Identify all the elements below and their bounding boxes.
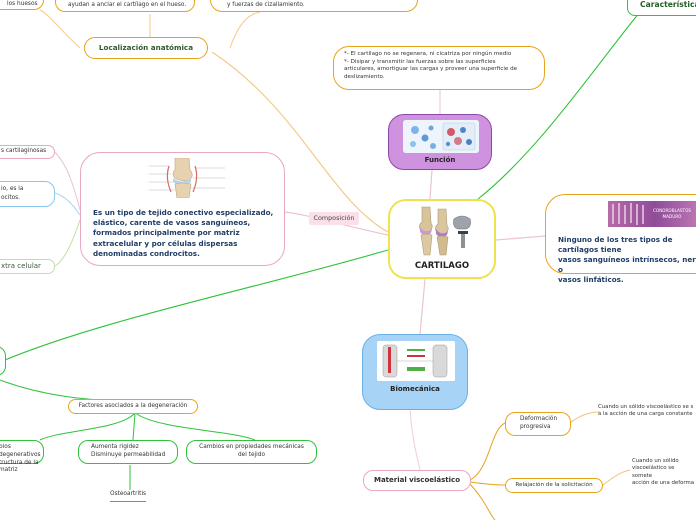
deformacion-progresiva-node[interactable]: Deformación progresiva	[505, 412, 571, 436]
rigidez-permeabilidad-node[interactable]: Aumenta rigidez Disminuye permeabilidad	[78, 440, 178, 464]
partial-node-matriz[interactable]: xtra celular	[0, 259, 55, 274]
histology-caption-1: CONDROBLASTOS	[653, 208, 691, 213]
partial-node-los-huesos[interactable]: los huesos	[0, 0, 44, 10]
caracteristicas-description: CONDROBLASTOS MADURO Ninguno de los tres…	[545, 194, 696, 284]
cambios-degenerativos-node[interactable]: bios degenerativos tructura de la matriz	[0, 440, 44, 473]
partial-node-condrocitos[interactable]: io, es la ocitos.	[0, 181, 55, 207]
funcion-label: Función	[424, 156, 456, 164]
knee-joint-image	[416, 205, 474, 257]
funcion-node[interactable]: Función	[388, 114, 492, 170]
histology-image: CONDROBLASTOS MADURO	[608, 201, 696, 227]
biomechanics-image	[377, 341, 455, 381]
propiedades-mecanicas-node[interactable]: Cambios en propiedades mecánicas del tej…	[186, 440, 317, 464]
localizacion-anatomica-node[interactable]: Localización anatómica	[84, 37, 208, 59]
relajacion-node[interactable]: Relajación de la solicitación	[505, 478, 603, 493]
knee-anatomy-image	[147, 158, 227, 198]
biomecanica-label: Biomecánica	[390, 385, 440, 393]
osteoartritis-label[interactable]: Osteoartritis	[110, 491, 147, 502]
node-anclar-cartilago[interactable]: ayudan a anclar el cartílago en el hueso…	[55, 0, 195, 12]
funcion-description: *- El cartílago no se regenera, ni cicat…	[333, 46, 545, 90]
composicion-description: Es un tipo de tejido conectivo especiali…	[80, 152, 285, 266]
node-fuerzas-cizallamiento[interactable]: y fuerzas de cizallamiento.	[210, 0, 418, 12]
cartilage-cells-image	[403, 120, 479, 153]
deformacion-description: Cuando un sólido viscoelástico se s a la…	[598, 404, 694, 418]
relajacion-description: Cuando un sólido viscoelástico se somete…	[632, 458, 695, 486]
histology-caption-2: MADURO	[663, 214, 683, 219]
cartilago-label: CARTILAGO	[414, 261, 470, 271]
biomecanica-node[interactable]: Biomecánica	[362, 334, 468, 410]
factores-degeneracion-node[interactable]: Factores asociados a la degeneración	[68, 399, 198, 414]
material-viscoelastico-node[interactable]: Material viscoelástico	[363, 470, 471, 491]
composicion-label[interactable]: Composición	[309, 212, 359, 225]
cartilago-central-node[interactable]: CARTILAGO	[388, 199, 496, 279]
caracteristicas-node[interactable]: Características	[627, 0, 696, 16]
partial-node-cartilaginosas[interactable]: s cartilaginosas	[0, 145, 55, 159]
